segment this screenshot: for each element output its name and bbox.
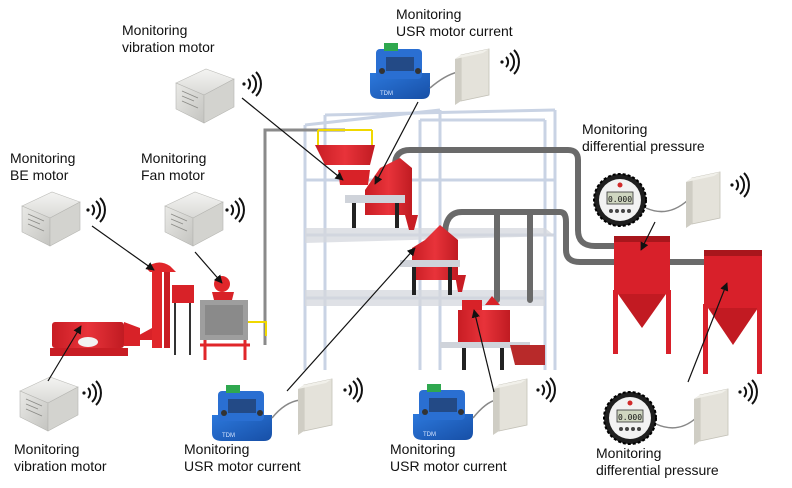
fan-cleaner-unit xyxy=(200,276,267,360)
current-clamp-sensor xyxy=(212,385,272,441)
label-vibration-motor-top: Monitoring vibration motor xyxy=(122,22,215,56)
ducting-pipes xyxy=(392,147,708,303)
sensor-cable xyxy=(655,417,697,429)
label-diff-pressure-top: Monitoring differential pressure xyxy=(582,121,705,155)
label-vibration-motor-bottom: Monitoring vibration motor xyxy=(14,441,107,475)
wireless-signal-icon xyxy=(81,380,102,406)
arrow-usr-bottom-left xyxy=(286,247,416,392)
label-be-motor: Monitoring BE motor xyxy=(10,150,75,184)
pointer-arrows xyxy=(47,97,729,393)
arrow-usr-bottom-mid xyxy=(471,309,495,393)
arrow-diff-pressure-top xyxy=(640,221,656,251)
label-line: Monitoring xyxy=(582,121,648,137)
pressure-gauge-sensor xyxy=(593,173,647,227)
label-line: Fan motor xyxy=(141,167,205,183)
arrow-vibration-bottom xyxy=(47,325,82,382)
label-line: BE motor xyxy=(10,167,69,183)
sensor-cable xyxy=(645,199,689,213)
wireless-signal-icon xyxy=(342,377,363,403)
sensor-cable xyxy=(472,399,497,419)
label-line: Monitoring xyxy=(596,445,662,461)
sensor-cable xyxy=(429,71,459,89)
lower-machine xyxy=(440,296,545,370)
current-clamp-sensor xyxy=(370,43,430,99)
transmitter-device xyxy=(693,388,729,446)
arrow-vibration-top xyxy=(241,97,344,181)
label-diff-pressure-bottom: Monitoring differential pressure xyxy=(596,445,719,479)
label-line: Monitoring xyxy=(10,150,76,166)
hopper-top xyxy=(315,129,375,185)
vibration-screener xyxy=(50,322,140,356)
dust-collector-2 xyxy=(703,250,762,374)
transmitter-device xyxy=(454,48,490,106)
arrow-fan-motor xyxy=(194,251,223,284)
pressure-gauge-sensor xyxy=(603,391,657,445)
wireless-signal-icon xyxy=(499,49,520,75)
label-line: Monitoring xyxy=(184,441,250,457)
wireless-signal-icon xyxy=(729,172,750,198)
vibration-sensor-device xyxy=(164,191,224,247)
sensor-cable xyxy=(271,399,301,419)
label-line: Monitoring xyxy=(122,22,188,38)
wireless-signal-icon xyxy=(535,377,556,403)
middle-machine xyxy=(400,225,466,295)
label-usr-current-bottom-left: Monitoring USR motor current xyxy=(184,441,301,475)
vibration-sensor-device xyxy=(19,376,79,432)
vibration-sensor-device xyxy=(175,68,235,124)
label-line: vibration motor xyxy=(14,458,107,474)
wireless-signal-icon xyxy=(737,379,758,405)
label-line: vibration motor xyxy=(122,39,215,55)
label-line: Monitoring xyxy=(396,6,462,22)
wireless-signal-icon xyxy=(241,71,262,97)
wireless-signal-icon xyxy=(85,197,106,223)
label-line: differential pressure xyxy=(582,138,705,154)
arrow-usr-top xyxy=(374,101,419,185)
label-line: Monitoring xyxy=(390,441,456,457)
label-line: USR motor current xyxy=(396,23,513,39)
vibration-sensor-device xyxy=(21,191,81,247)
label-usr-current-bottom-mid: Monitoring USR motor current xyxy=(390,441,507,475)
transmitter-device xyxy=(492,378,528,436)
dust-collector-1 xyxy=(613,236,671,354)
label-line: Monitoring xyxy=(14,441,80,457)
label-line: USR motor current xyxy=(390,458,507,474)
arrow-diff-pressure-bottom xyxy=(687,282,729,383)
label-line: USR motor current xyxy=(184,458,301,474)
label-line: differential pressure xyxy=(596,462,719,478)
current-clamp-sensor xyxy=(413,384,473,440)
label-usr-current-top: Monitoring USR motor current xyxy=(396,6,513,40)
transmitter-device xyxy=(685,171,721,229)
transmitter-device xyxy=(297,378,333,436)
label-line: Monitoring xyxy=(141,150,207,166)
upper-dryer-machine xyxy=(345,158,418,230)
arrow-be-motor xyxy=(91,225,155,271)
label-fan-motor: Monitoring Fan motor xyxy=(141,150,206,184)
wireless-signal-icon xyxy=(224,197,245,223)
